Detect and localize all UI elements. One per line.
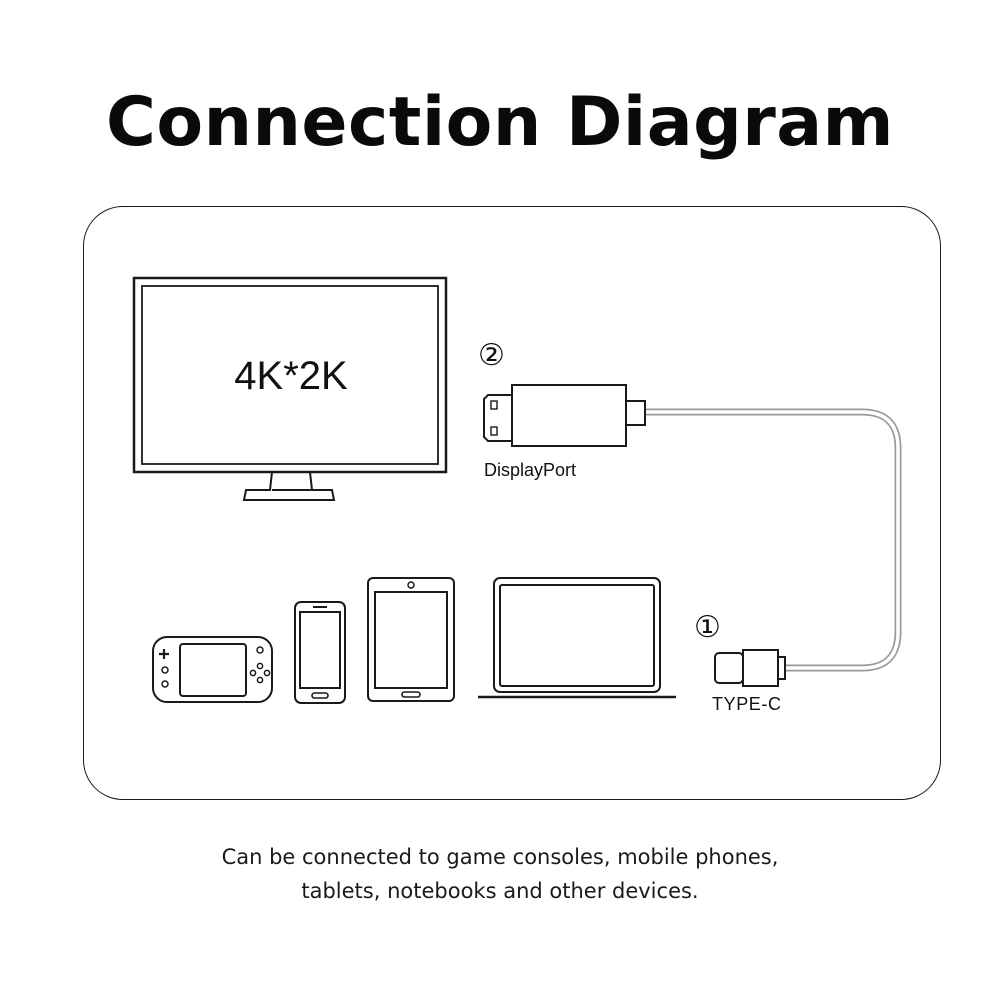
caption-line-1: Can be connected to game consoles, mobil… [221, 845, 779, 869]
mobile-phone-icon [294, 601, 346, 704]
caption: Can be connected to game consoles, mobil… [0, 840, 1000, 908]
displayport-label: DisplayPort [484, 460, 577, 480]
typec-connector-icon [714, 649, 786, 687]
typec-step-number: ① [694, 610, 721, 645]
diagram-panel [83, 206, 941, 800]
laptop-icon [478, 577, 676, 699]
monitor-icon [132, 276, 448, 501]
caption-line-2: tablets, notebooks and other devices. [301, 879, 699, 903]
displayport-connector-icon [483, 384, 646, 447]
displayport-step-number: ② [478, 338, 505, 373]
cable-wire [641, 408, 902, 672]
tablet-icon [367, 577, 455, 702]
game-console-icon [152, 636, 273, 703]
monitor-resolution-label: 4K*2K [234, 354, 348, 398]
typec-label: TYPE-C [712, 694, 782, 714]
page-title: Connection Diagram [105, 83, 895, 162]
